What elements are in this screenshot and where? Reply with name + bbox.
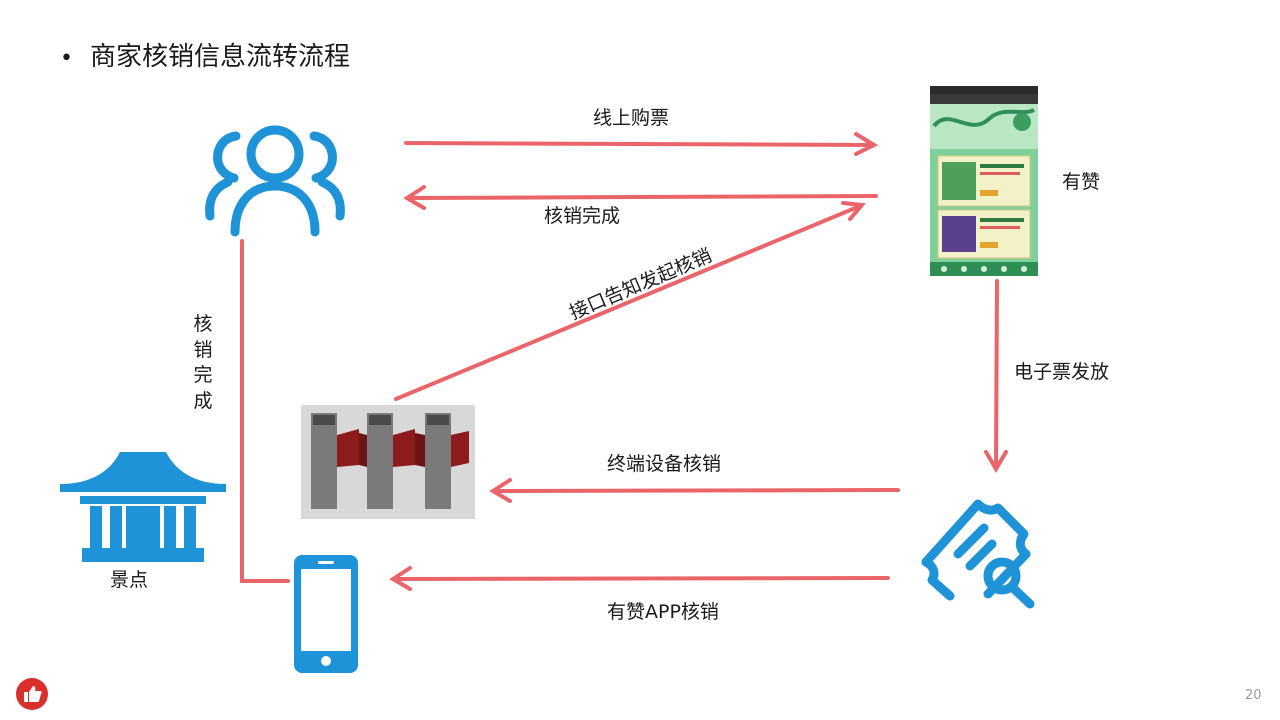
app-screenshot (930, 86, 1038, 276)
arrow-terminal-verify (494, 488, 900, 493)
label-verify-done: 核销完成 (544, 205, 621, 227)
arrow-app-verify (394, 576, 890, 581)
temple-icon (60, 452, 226, 562)
arrow-eticket-issue (994, 279, 999, 468)
label-online-purchase: 线上购票 (593, 107, 670, 129)
arrowhead-app-verify (389, 566, 412, 591)
arrowhead-terminal-verify (489, 478, 512, 503)
thumbs-up-logo (16, 678, 48, 710)
arrow-verify-done-vertical (240, 239, 290, 583)
turnstile-gates (301, 405, 475, 519)
arrowhead-interface-notify (841, 201, 866, 221)
phone-icon (294, 555, 358, 673)
label-app-verify: 有赞APP核销 (607, 601, 719, 623)
page-number: 20 (1245, 688, 1262, 703)
title-bullet: • (60, 46, 73, 71)
arrow-verify-done (408, 194, 878, 200)
label-terminal-verify: 终端设备核销 (607, 453, 722, 475)
ticket-search-icon (921, 499, 1035, 609)
arrow-online-purchase (404, 141, 874, 147)
arrowhead-verify-done (403, 185, 426, 210)
title-text: 商家核销信息流转流程 (90, 42, 351, 72)
arrowhead-online-purchase (854, 132, 879, 156)
label-verify-done-vertical: 核销完成 (193, 313, 213, 412)
page-title: • 商家核销信息流转流程 (60, 40, 350, 76)
node-scenic: 景点 (110, 569, 149, 591)
arrow-interface-notify (394, 204, 862, 401)
node-youzan: 有赞 (1062, 171, 1101, 193)
label-eticket-issue: 电子票发放 (1014, 361, 1110, 383)
arrowhead-eticket-issue (984, 450, 1008, 473)
users-icon (205, 125, 345, 237)
